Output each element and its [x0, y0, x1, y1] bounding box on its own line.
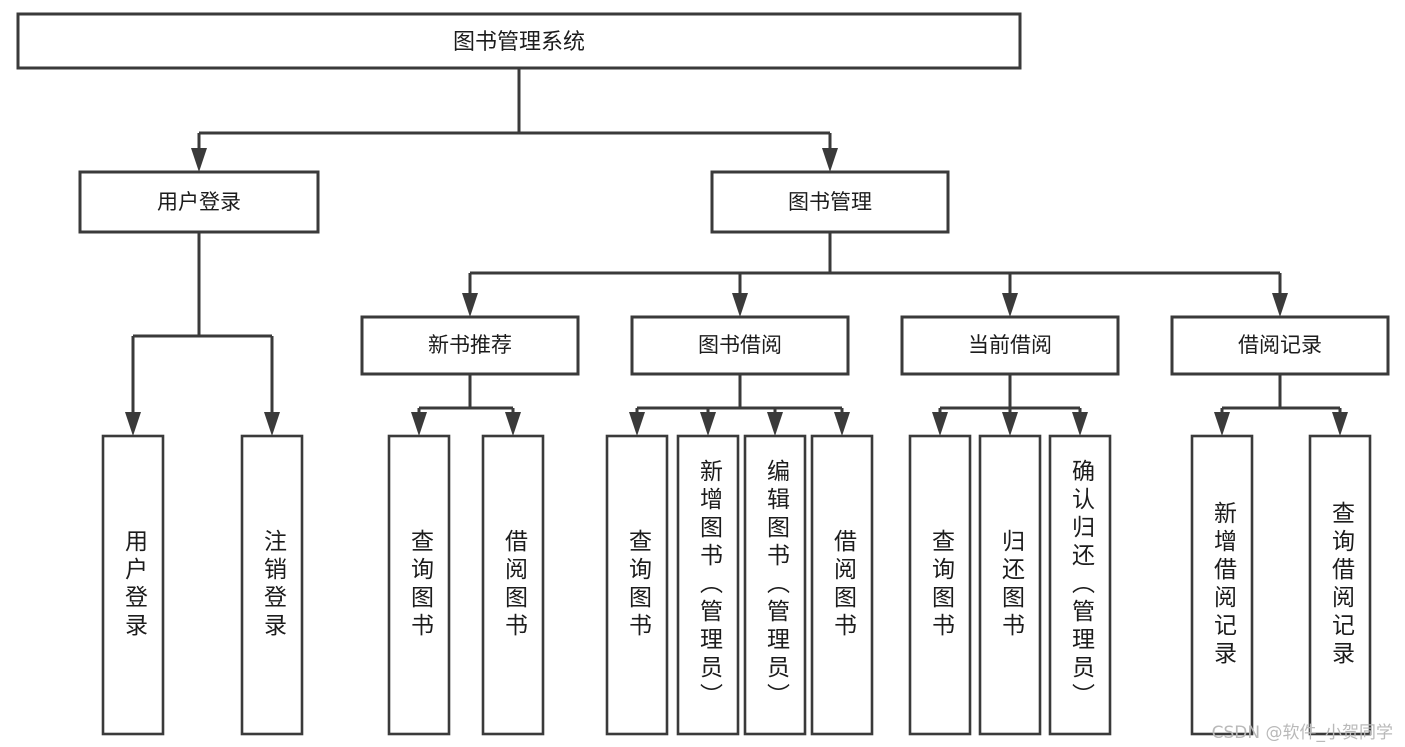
node-book-management-label: 图书管理: [788, 190, 872, 214]
leaf-user-login-label: 用户登录: [121, 529, 149, 641]
arrow-to-leaf-query-record: [1332, 412, 1348, 436]
node-current-borrow[interactable]: 当前借阅: [900, 315, 1120, 376]
node-root-box[interactable]: [16, 12, 1022, 70]
node-root-label: 图书管理系统: [453, 30, 585, 55]
leaf-logout-label: 注销登录: [260, 529, 288, 641]
leaf-borrow-book-2-box[interactable]: [810, 434, 874, 736]
node-borrow-record-box[interactable]: [1170, 315, 1390, 376]
arrow-to-book-mgmt: [822, 148, 838, 172]
leaf-query-book-1-box[interactable]: [387, 434, 451, 736]
leaf-return-book-label: 归还图书: [998, 529, 1026, 641]
leaf-user-login-box[interactable]: [101, 434, 165, 736]
arrow-to-leaf-borrow-book-2: [834, 412, 850, 436]
leaf-return-book[interactable]: 归还图书: [978, 434, 1042, 736]
connector-userlogin-to-leaves: [125, 232, 280, 436]
leaf-logout[interactable]: 注销登录: [240, 434, 304, 736]
connector-currentborrow-to-leaves: [932, 374, 1088, 436]
leaf-query-book-2-label: 查询图书: [625, 529, 653, 641]
leaf-add-record-label: 新增借阅记录: [1210, 501, 1238, 669]
arrow-to-leaf-confirm-return: [1072, 412, 1088, 436]
leaf-borrow-book-1[interactable]: 借阅图书: [481, 434, 545, 736]
connector-root-to-level2: [191, 68, 838, 172]
arrow-to-leaf-user-login: [125, 412, 141, 436]
arrow-to-leaf-logout: [264, 412, 280, 436]
node-book-management-box[interactable]: [710, 170, 950, 234]
leaf-edit-book[interactable]: 编辑图书（管理员）: [743, 434, 807, 736]
connector-bookmgmt-to-level3: [462, 232, 1288, 317]
leaf-logout-box[interactable]: [240, 434, 304, 736]
node-borrow-record[interactable]: 借阅记录: [1170, 315, 1390, 376]
arrow-to-leaf-query-book-2: [629, 412, 645, 436]
leaf-add-book-label: 新增图书（管理员）: [696, 459, 724, 711]
leaf-query-book-1-label: 查询图书: [407, 529, 435, 641]
leaf-borrow-book-1-box[interactable]: [481, 434, 545, 736]
arrow-to-user-login: [191, 148, 207, 172]
arrow-to-leaf-query-book-3: [932, 412, 948, 436]
leaf-return-book-box[interactable]: [978, 434, 1042, 736]
leaf-add-record-box[interactable]: [1190, 434, 1254, 736]
node-user-login-label: 用户登录: [157, 190, 241, 214]
node-current-borrow-box[interactable]: [900, 315, 1120, 376]
arrow-to-leaf-edit-book: [767, 412, 783, 436]
leaf-query-book-2[interactable]: 查询图书: [605, 434, 669, 736]
arrow-to-book-borrow: [732, 293, 748, 317]
leaf-add-book-box[interactable]: [676, 434, 740, 736]
arrow-to-leaf-query-book-1: [411, 412, 427, 436]
leaf-query-book-3-box[interactable]: [908, 434, 972, 736]
node-user-login[interactable]: 用户登录: [78, 170, 320, 234]
arrow-to-leaf-add-record: [1214, 412, 1230, 436]
node-book-borrow[interactable]: 图书借阅: [630, 315, 850, 376]
leaf-query-record[interactable]: 查询借阅记录: [1308, 434, 1372, 736]
arrow-to-borrow-record: [1272, 293, 1288, 317]
leaf-confirm-return[interactable]: 确认归还（管理员）: [1048, 434, 1112, 736]
leaf-borrow-book-2[interactable]: 借阅图书: [810, 434, 874, 736]
leaf-confirm-return-box[interactable]: [1048, 434, 1112, 736]
arrow-to-leaf-return-book: [1002, 412, 1018, 436]
connector-bookborrow-to-leaves: [629, 374, 850, 436]
leaf-edit-book-box[interactable]: [743, 434, 807, 736]
leaf-query-book-1[interactable]: 查询图书: [387, 434, 451, 736]
node-book-borrow-box[interactable]: [630, 315, 850, 376]
leaf-add-book[interactable]: 新增图书（管理员）: [676, 434, 740, 736]
node-current-borrow-label: 当前借阅: [968, 333, 1052, 357]
node-borrow-record-label: 借阅记录: [1238, 333, 1322, 357]
node-user-login-box[interactable]: [78, 170, 320, 234]
node-book-borrow-label: 图书借阅: [698, 333, 782, 357]
leaf-confirm-return-label: 确认归还（管理员）: [1068, 459, 1096, 711]
arrow-to-leaf-add-book: [700, 412, 716, 436]
leaf-user-login[interactable]: 用户登录: [101, 434, 165, 736]
node-new-book-recommend-box[interactable]: [360, 315, 580, 376]
node-book-management[interactable]: 图书管理: [710, 170, 950, 234]
leaf-edit-book-label: 编辑图书（管理员）: [763, 459, 791, 711]
connector-borrowrecord-to-leaves: [1214, 374, 1348, 436]
arrow-to-current-borrow: [1002, 293, 1018, 317]
leaf-add-record[interactable]: 新增借阅记录: [1190, 434, 1254, 736]
leaf-borrow-book-2-label: 借阅图书: [830, 529, 858, 641]
leaf-query-record-box[interactable]: [1308, 434, 1372, 736]
node-new-book-recommend[interactable]: 新书推荐: [360, 315, 580, 376]
connector-newbook-to-leaves: [411, 374, 521, 436]
node-new-book-recommend-label: 新书推荐: [428, 333, 512, 357]
csdn-watermark: CSDN @软件_小贺同学: [1211, 723, 1393, 743]
leaf-query-record-label: 查询借阅记录: [1328, 501, 1356, 669]
leaf-query-book-2-box[interactable]: [605, 434, 669, 736]
arrow-to-new-book: [462, 293, 478, 317]
arrow-to-leaf-borrow-book-1: [505, 412, 521, 436]
leaf-borrow-book-1-label: 借阅图书: [501, 529, 529, 641]
node-root[interactable]: 图书管理系统: [16, 12, 1022, 70]
leaf-query-book-3[interactable]: 查询图书: [908, 434, 972, 736]
leaf-query-book-3-label: 查询图书: [928, 529, 956, 641]
